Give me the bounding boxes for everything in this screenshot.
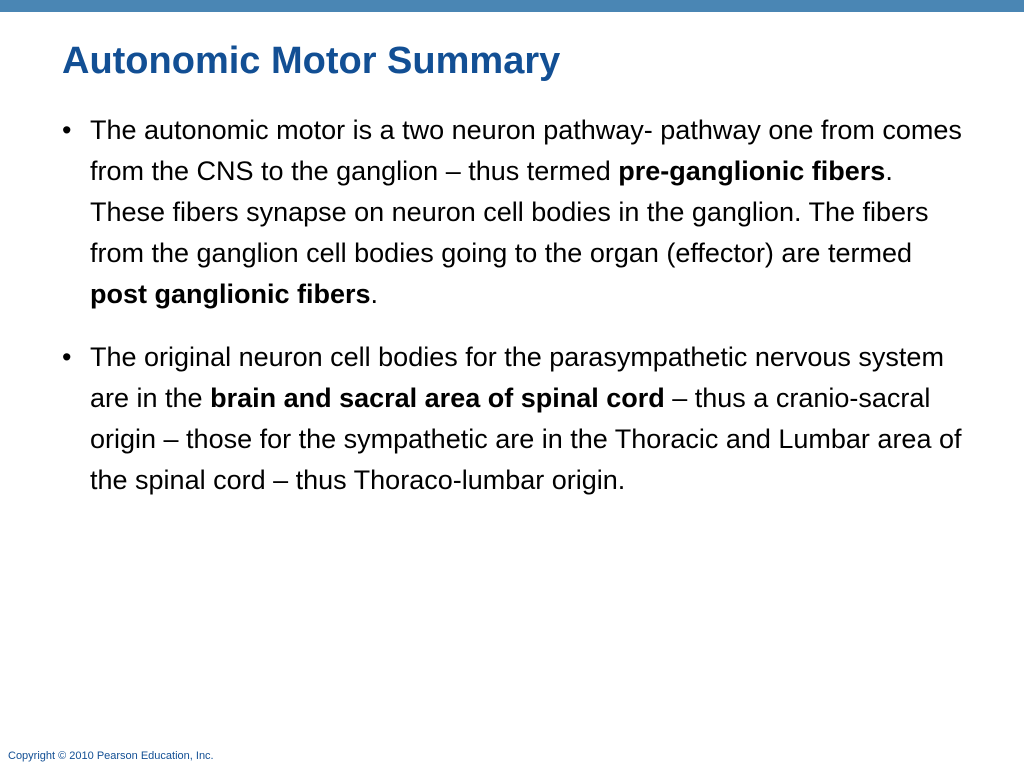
top-accent-bar [0,0,1024,12]
slide-title: Autonomic Motor Summary [62,40,561,82]
bold-term: post ganglionic fibers [90,279,371,309]
bold-term: brain and sacral area of spinal cord [210,383,665,413]
bullet-list: • The autonomic motor is a two neuron pa… [62,110,962,523]
text-segment: . These fibers synapse on neuron cell bo… [90,156,929,268]
bullet-item: • The original neuron cell bodies for th… [62,337,962,501]
copyright-footer: Copyright © 2010 Pearson Education, Inc. [8,750,214,762]
bullet-marker: • [62,115,72,145]
bullet-marker: • [62,342,72,372]
bullet-text: The original neuron cell bodies for the … [90,342,962,495]
bold-term: pre-ganglionic fibers [618,156,886,186]
text-segment: The autonomic motor is a two neuron path… [90,115,962,186]
bullet-item: • The autonomic motor is a two neuron pa… [62,110,962,315]
text-segment: The original neuron cell bodies for the … [90,342,944,413]
text-segment: . [370,279,379,309]
bullet-text: The autonomic motor is a two neuron path… [90,115,962,309]
text-segment: – thus a cranio-sacral origin – those fo… [90,383,962,495]
